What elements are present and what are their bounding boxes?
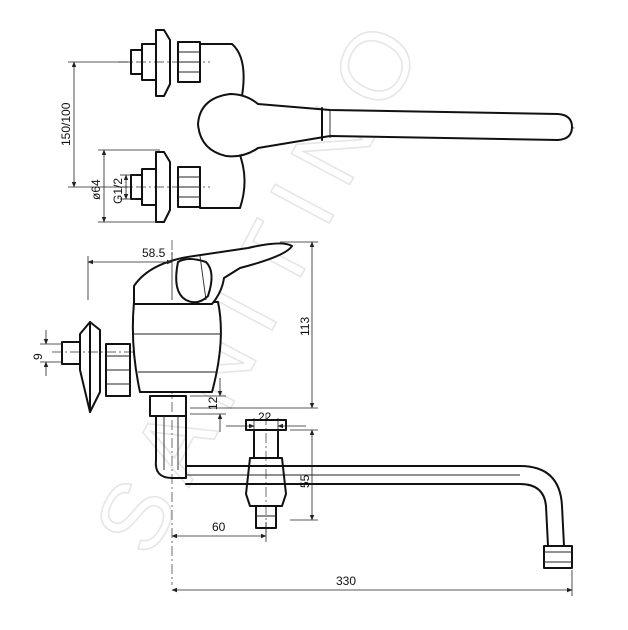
top-view [118,29,576,223]
upper-connector [130,29,201,97]
dim-reach: 330 [171,570,573,596]
dim-height-label: 113 [298,317,312,336]
dim-spacing-label: 150/100 [59,102,73,146]
dim-drop-label: 55 [298,474,312,488]
dim-reach-label: 330 [336,574,356,588]
dim-thread: G1/2 [111,174,136,204]
dim-gap: 12 [190,378,226,432]
side-view [52,240,573,585]
aerator [543,545,573,569]
wall-connector [61,321,131,413]
dim-nut-width: 22 [226,410,306,434]
dim-nut-width-label: 22 [258,410,272,424]
mixer-body-side [131,301,222,393]
dim-offset-top-label: 58.5 [142,246,166,260]
dim-diameter: ø64 [89,149,160,223]
dim-drop: 55 [290,429,318,521]
lower-connector [130,151,201,223]
lever-top [197,93,573,158]
dim-depth-label: 60 [212,520,226,534]
dim-thread-label: G1/2 [111,178,125,204]
dim-depth: 60 [171,520,267,542]
dim-pipe-label: 9 [31,353,45,360]
dim-pipe: 9 [31,330,62,376]
diverter [245,419,287,529]
dim-offset-top: 58.5 [87,246,173,300]
dim-spacing: 150/100 [59,61,130,188]
outlet-nut [149,395,187,417]
spout [185,465,565,547]
dim-diameter-label: ø64 [89,179,103,200]
dim-gap-label: 12 [206,396,220,410]
dim-height: 113 [190,241,318,409]
